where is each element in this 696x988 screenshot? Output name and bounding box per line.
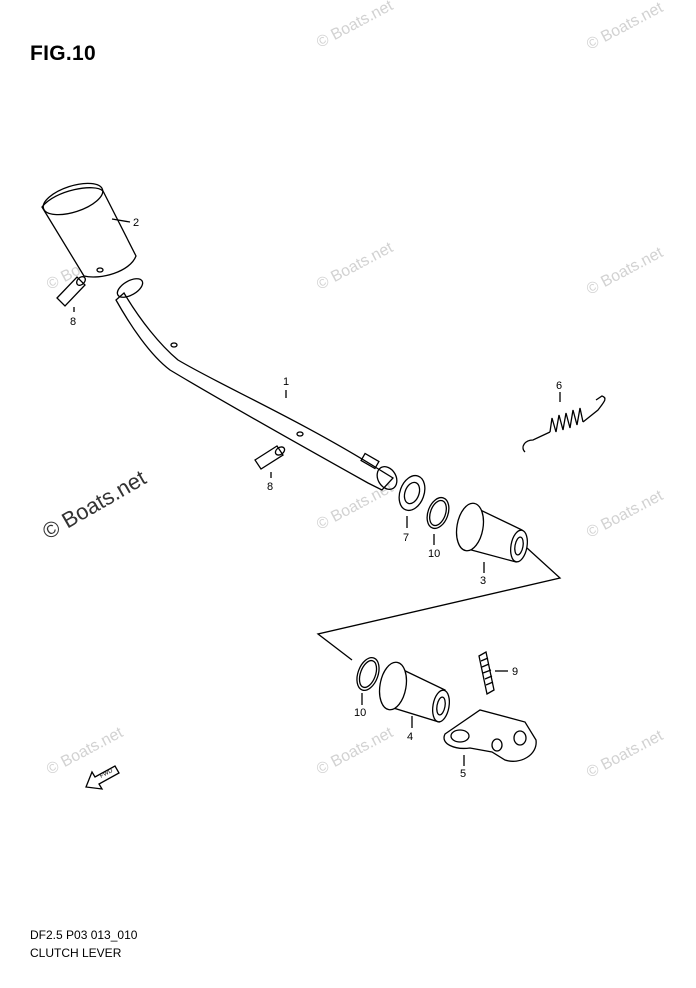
watermark-main: © Boats.net [38, 465, 150, 544]
part-9-threaded-pin [478, 650, 508, 696]
part-3-bushing [455, 502, 529, 573]
figure-title: FIG.10 [30, 42, 96, 65]
callout-10: 10 [354, 707, 366, 719]
callout-7: 7 [403, 532, 409, 544]
part-8-pin-upper [56, 276, 86, 312]
callout-4: 4 [407, 731, 413, 743]
fwd-arrow-icon: FWD [85, 765, 120, 790]
diagram-code: DF2.5 P03 013_010 [30, 928, 138, 942]
callout-5: 5 [460, 768, 466, 780]
part-8-pin-lower [254, 445, 286, 478]
assembly-leader-line [316, 547, 562, 661]
part-10-ring-upper [426, 496, 450, 545]
part-2-grip [41, 182, 137, 278]
part-10-ring-lower [356, 657, 380, 705]
watermark: © Boats.net [584, 727, 666, 782]
callout-3: 3 [480, 575, 486, 587]
part-5-bracket [443, 709, 537, 766]
callout-8: 8 [70, 316, 76, 328]
part-7-washer [398, 474, 426, 528]
watermark: © Boats.net [314, 239, 396, 294]
watermark: © Boats.net [314, 0, 396, 52]
part-6-spring [522, 392, 606, 453]
watermark: © Boats.net [584, 244, 666, 299]
diagram-name: CLUTCH LEVER [30, 946, 122, 960]
part-4-bushing [378, 661, 451, 728]
callouts: 1 2 3 4 5 6 7 8 8 9 10 10 [70, 217, 562, 780]
watermark: © Boats.net [584, 487, 666, 542]
watermark: © Boats.net [584, 0, 666, 54]
callout-6: 6 [556, 380, 562, 392]
callout-10: 10 [428, 548, 440, 560]
part-1-clutch-lever [115, 278, 398, 491]
callout-9: 9 [512, 666, 518, 678]
callout-2: 2 [133, 217, 139, 229]
watermark: © Boats.net [314, 724, 396, 779]
callout-1: 1 [283, 376, 289, 388]
watermarks: © Boats.net © Boats.net © Boats.net © Bo… [38, 0, 666, 782]
callout-8: 8 [267, 481, 273, 493]
